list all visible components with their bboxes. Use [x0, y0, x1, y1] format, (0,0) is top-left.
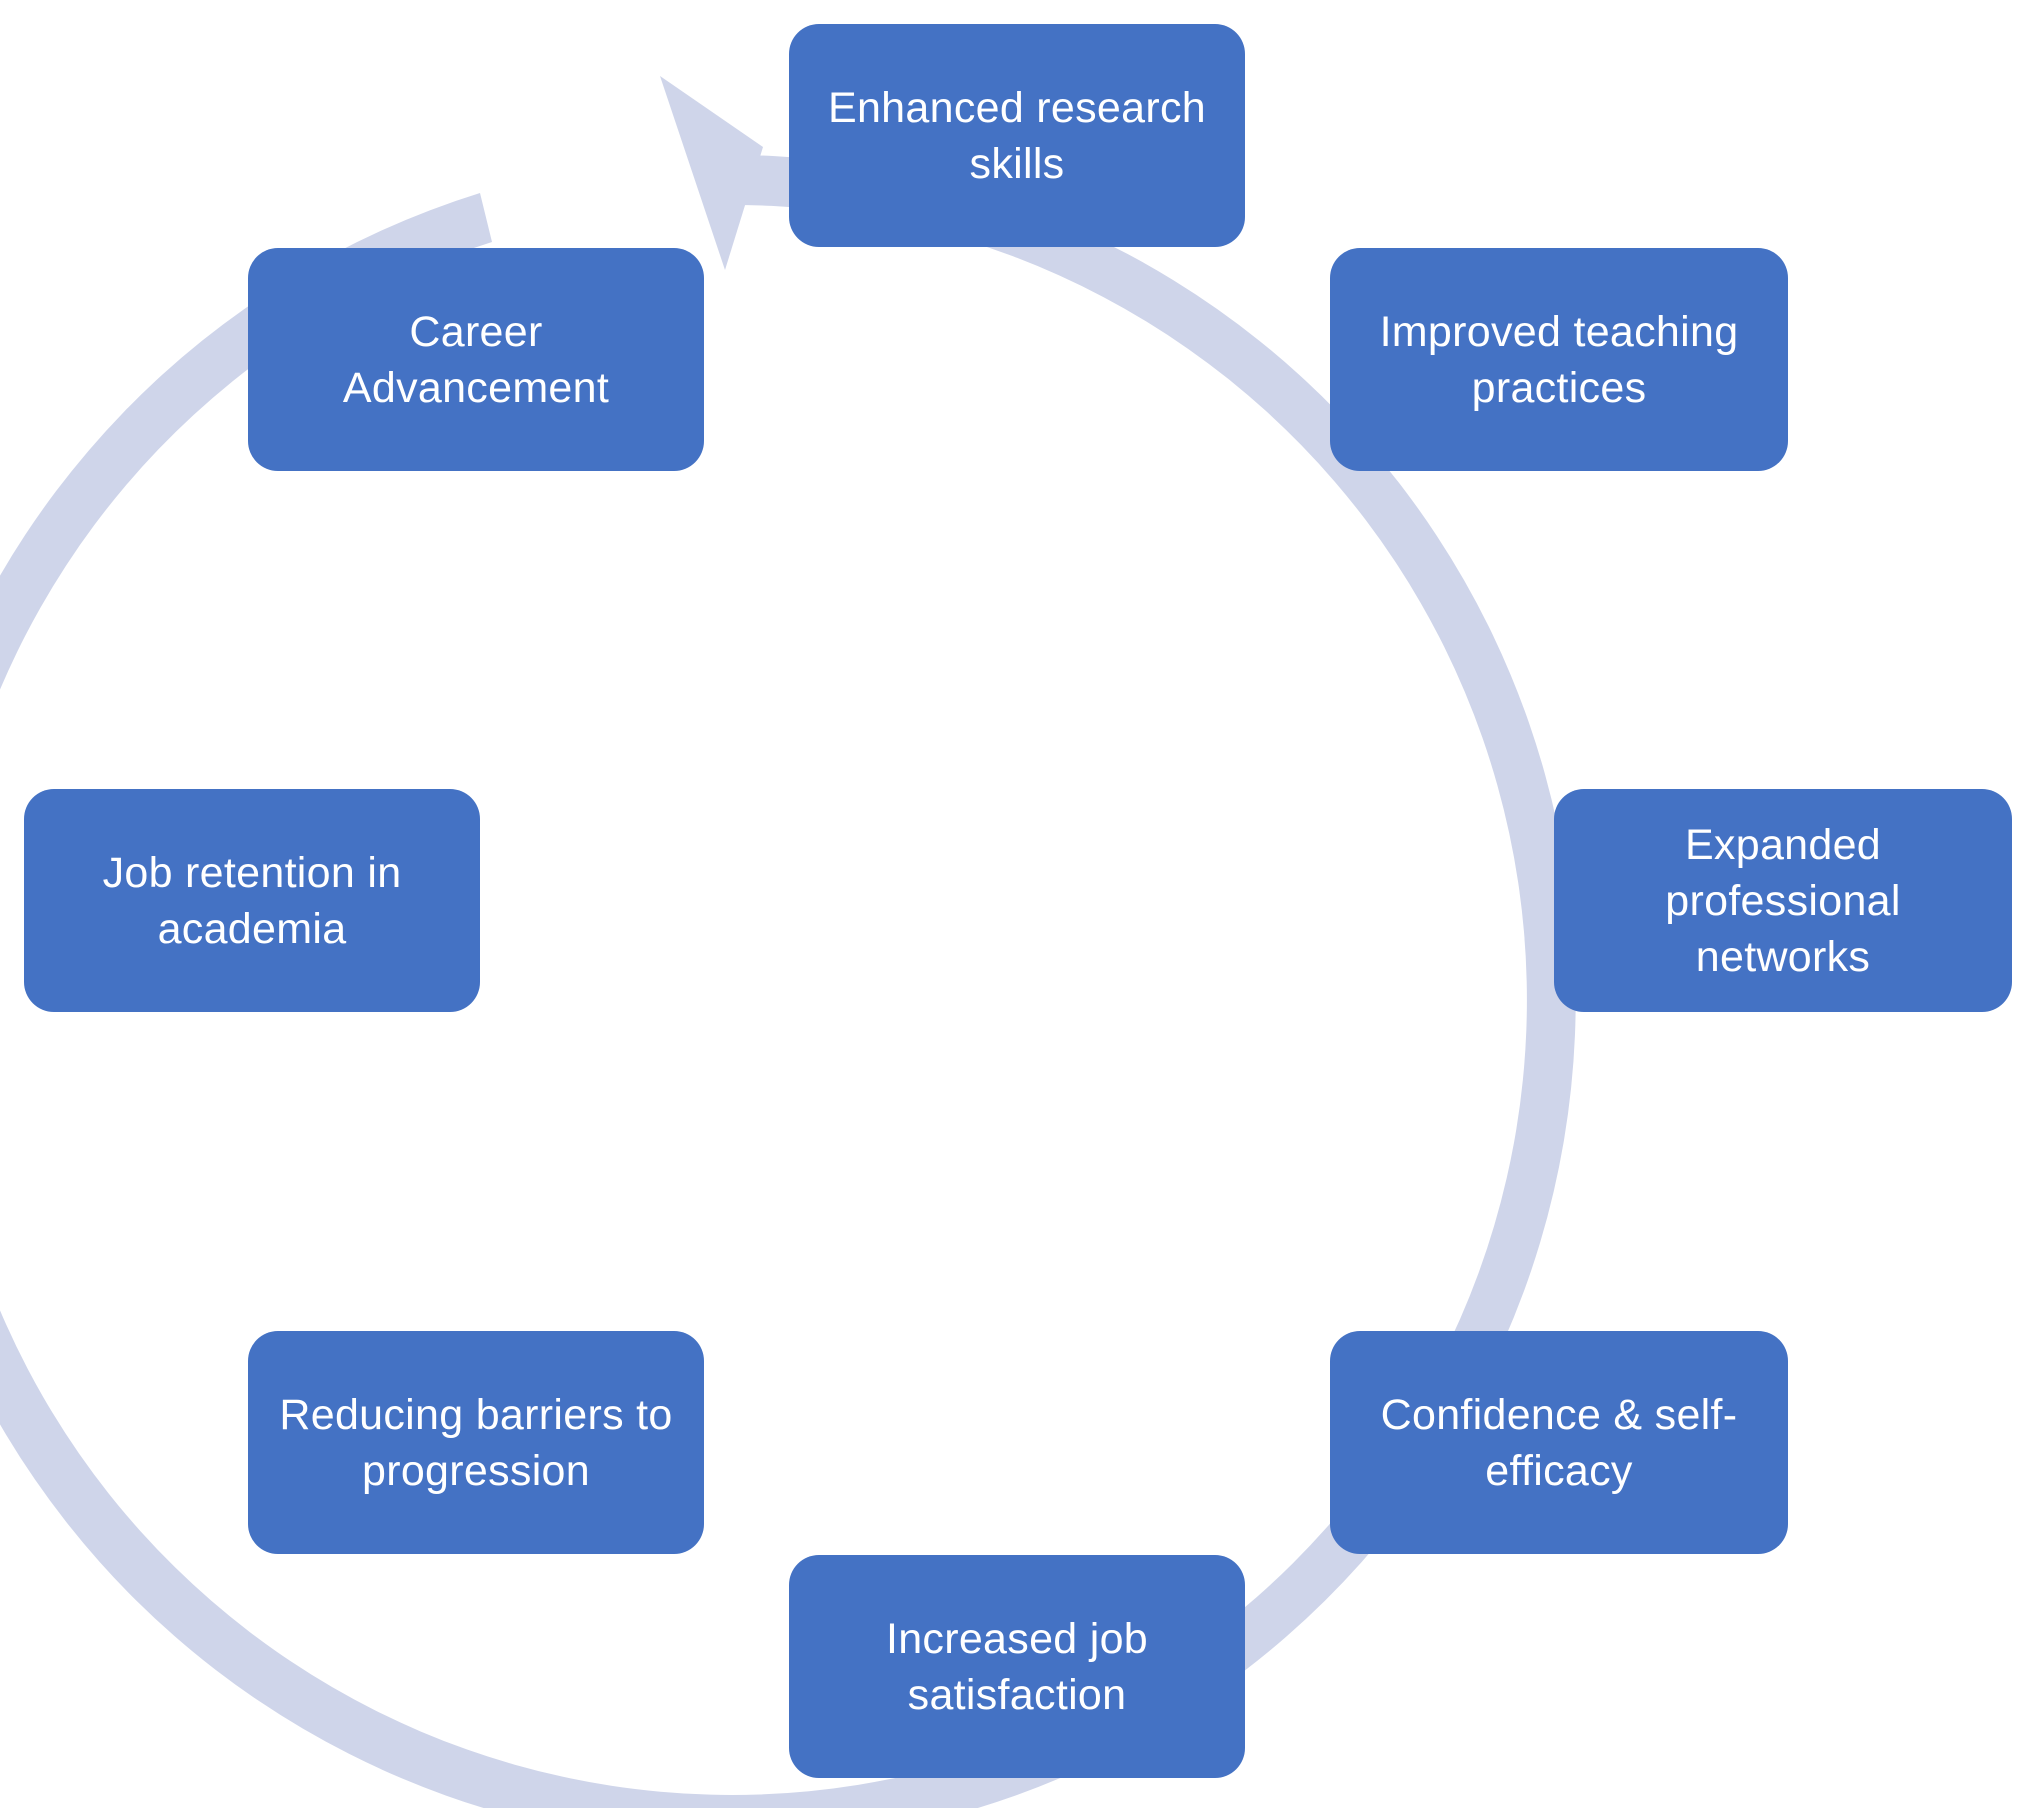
node-reducing-barriers-to-progression: Reducing barriers to progression — [248, 1331, 704, 1554]
node-expanded-professional-networks: Expanded professional networks — [1554, 789, 2012, 1012]
node-increased-job-satisfaction: Increased job satisfaction — [789, 1555, 1245, 1778]
node-enhanced-research-skills: Enhanced research skills — [789, 24, 1245, 247]
node-confidence-self-efficacy: Confidence & self-efficacy — [1330, 1331, 1788, 1554]
node-job-retention-in-academia: Job retention in academia — [24, 789, 480, 1012]
node-improved-teaching-practices: Improved teaching practices — [1330, 248, 1788, 471]
cycle-arrowhead-icon — [660, 76, 763, 270]
node-career-advancement: Career Advancement — [248, 248, 704, 471]
